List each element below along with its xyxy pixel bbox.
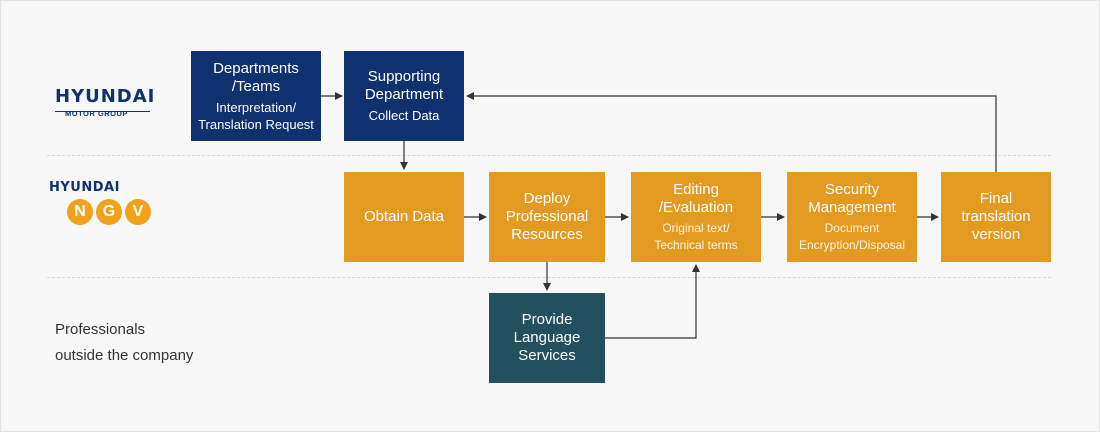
- obtain-data-box: Obtain Data: [344, 172, 464, 262]
- external-label-line: outside the company: [55, 347, 194, 364]
- box-title: Language: [513, 329, 581, 346]
- box-subtitle: Technical terms: [654, 237, 738, 252]
- arrow-provide-to-editing: [605, 264, 700, 339]
- hyundai-ngv-logo: HYUNDAI N G V: [49, 181, 151, 225]
- provide-language-services-box: Provide Language Services: [489, 293, 605, 383]
- box-title: Resources: [511, 226, 583, 243]
- box-title: version: [971, 226, 1021, 243]
- security-management-box: Security Management Document Encryption/…: [787, 172, 917, 262]
- box-title: /Teams: [231, 77, 281, 95]
- external-label-line: Professionals: [55, 321, 146, 338]
- departments-teams-box: Departments /Teams Interpretation/ Trans…: [191, 51, 321, 141]
- box-title: Deploy: [523, 190, 571, 207]
- ngv-letter-g: G: [96, 199, 122, 225]
- deploy-resources-box: Deploy Professional Resources: [489, 172, 605, 262]
- box-subtitle: Translation Request: [198, 116, 314, 132]
- logo-rule: [55, 111, 150, 112]
- editing-evaluation-box: Editing /Evaluation Original text/ Techn…: [631, 172, 761, 262]
- logo-wordmark: HYUNDAI: [55, 86, 156, 107]
- arrow-final-to-supporting: [466, 92, 997, 172]
- external-lane-label: Professionals outside the company: [55, 317, 193, 369]
- logo-wordmark: HYUNDAI: [49, 180, 120, 195]
- box-subtitle: Original text/: [662, 220, 730, 235]
- box-title: translation: [961, 208, 1031, 225]
- box-subtitle: Collect Data: [368, 108, 440, 123]
- box-title: Management: [808, 198, 896, 216]
- box-title: Professional: [505, 208, 589, 225]
- box-title: Departments: [213, 59, 299, 77]
- box-title: Final: [979, 190, 1013, 207]
- box-subtitle: Interpretation/: [215, 99, 297, 115]
- box-subtitle: Document: [824, 220, 880, 235]
- logo-subtext: MOTOR GROUP: [65, 109, 128, 118]
- final-translation-box: Final translation version: [941, 172, 1051, 262]
- hyundai-motor-group-logo: HYUNDAI MOTOR GROUP: [55, 87, 155, 118]
- box-title: Supporting: [367, 68, 441, 85]
- lane-separator: [47, 155, 1051, 156]
- box-title: Department: [364, 86, 444, 103]
- ngv-letter-n: N: [67, 199, 93, 225]
- box-title: /Evaluation: [658, 198, 734, 216]
- supporting-department-box: Supporting Department Collect Data: [344, 51, 464, 141]
- box-title: Provide: [521, 311, 573, 328]
- lane-separator: [47, 277, 1051, 278]
- ngv-circles: N G V: [67, 199, 151, 225]
- box-subtitle: Encryption/Disposal: [798, 237, 906, 252]
- box-title: Services: [518, 347, 576, 364]
- box-title: Editing: [673, 180, 719, 198]
- box-title: Obtain Data: [363, 208, 445, 225]
- ngv-letter-v: V: [125, 199, 151, 225]
- box-title: Security: [824, 180, 880, 198]
